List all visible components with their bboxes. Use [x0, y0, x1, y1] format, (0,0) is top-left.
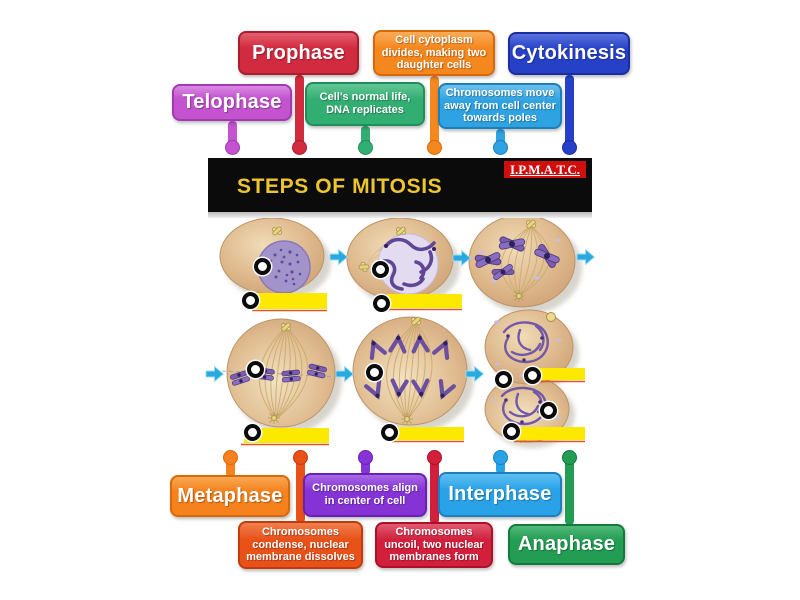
label-cytokinesis[interactable]: Cytokinesis [508, 32, 630, 75]
label-stem [496, 129, 505, 148]
flow-arrow-1 [329, 249, 348, 265]
label-connector-dot [427, 450, 442, 465]
answer-pin-1[interactable] [254, 258, 271, 275]
label-text: Prophase [252, 41, 345, 64]
diagram-badge: I.P.M.A.T.C. [503, 161, 586, 178]
label-interphase[interactable]: Interphase [438, 472, 562, 517]
diagram-header-edge [208, 212, 592, 218]
label-chromosomes-uncoil[interactable]: Chromosomes uncoil, two nuclear membrane… [375, 522, 493, 568]
label-text: Chromosomes condense, nuclear membrane d… [246, 525, 355, 564]
answer-pin-11[interactable] [540, 402, 557, 419]
cell-stage-5 [352, 315, 474, 432]
answer-pin-10[interactable] [524, 367, 541, 384]
label-stem [565, 453, 574, 525]
label-text: Cell's normal life, DNA replicates [319, 91, 411, 116]
label-connector-dot [225, 140, 240, 155]
label-text: Cell cytoplasm divides, making two daugh… [381, 33, 487, 72]
label-connector-dot [562, 140, 577, 155]
label-stem [430, 453, 439, 524]
answer-blank-6 [514, 427, 585, 443]
label-connector-dot [427, 140, 442, 155]
label-connector-dot [358, 140, 373, 155]
label-cell-cytoplasm-divides[interactable]: Cell cytoplasm divides, making two daugh… [373, 30, 495, 76]
label-text: Chromosomes move away from cell center t… [444, 86, 556, 125]
answer-pin-8[interactable] [381, 424, 398, 441]
answer-blank-4 [392, 427, 464, 443]
label-prophase[interactable]: Prophase [238, 31, 359, 75]
cell-stage-2 [346, 217, 460, 307]
label-chromosomes-align[interactable]: Chromosomes align in center of cell [303, 473, 427, 517]
answer-blank-1 [252, 293, 327, 312]
label-text: Interphase [448, 483, 552, 505]
label-connector-dot [293, 450, 308, 465]
label-text: Chromosomes align in center of cell [312, 482, 418, 507]
label-metaphase[interactable]: Metaphase [170, 475, 290, 517]
label-connector-dot [493, 140, 508, 155]
label-telophase[interactable]: Telophase [172, 84, 292, 121]
label-anaphase[interactable]: Anaphase [508, 524, 625, 565]
label-text: Anaphase [517, 533, 616, 555]
label-stem [226, 453, 235, 477]
label-stem [565, 75, 574, 148]
label-connector-dot [562, 450, 577, 465]
diagram-title: STEPS OF MITOSIS [237, 175, 443, 198]
answer-pin-12[interactable] [503, 423, 520, 440]
label-cells-normal-life[interactable]: Cell's normal life, DNA replicates [305, 82, 425, 126]
label-chromosomes-condense[interactable]: Chromosomes condense, nuclear membrane d… [238, 521, 363, 569]
label-stem [296, 453, 305, 523]
answer-pin-9[interactable] [495, 371, 512, 388]
label-connector-dot [358, 450, 373, 465]
cell-stage-4 [221, 318, 343, 434]
answer-blank-2 [384, 294, 462, 311]
cell-stage-1 [219, 217, 331, 301]
label-text: Chromosomes uncoil, two nuclear membrane… [384, 525, 484, 564]
answer-pin-7[interactable] [366, 364, 383, 381]
answer-blank-5 [533, 368, 585, 383]
answer-pin-2[interactable] [242, 292, 259, 309]
flow-arrow-4 [205, 366, 224, 382]
cell-stage-3 [468, 214, 582, 314]
diagram-header: STEPS OF MITOSIS I.P.M.A.T.C. [208, 158, 592, 212]
answer-blank-3 [241, 428, 329, 446]
label-text: Telophase [182, 91, 282, 113]
label-chromosomes-move-away[interactable]: Chromosomes move away from cell center t… [438, 83, 562, 129]
label-stem [295, 75, 304, 148]
label-stem [228, 121, 237, 148]
label-connector-dot [223, 450, 238, 465]
label-text: Metaphase [177, 484, 283, 507]
answer-pin-5[interactable] [247, 361, 264, 378]
answer-pin-3[interactable] [372, 261, 389, 278]
answer-pin-4[interactable] [373, 295, 390, 312]
label-connector-dot [493, 450, 508, 465]
mitosis-diagram [205, 214, 595, 448]
label-text: Cytokinesis [511, 42, 627, 64]
label-stem [361, 126, 370, 148]
answer-pin-6[interactable] [244, 424, 261, 441]
label-connector-dot [292, 140, 307, 155]
label-stem [430, 76, 439, 148]
